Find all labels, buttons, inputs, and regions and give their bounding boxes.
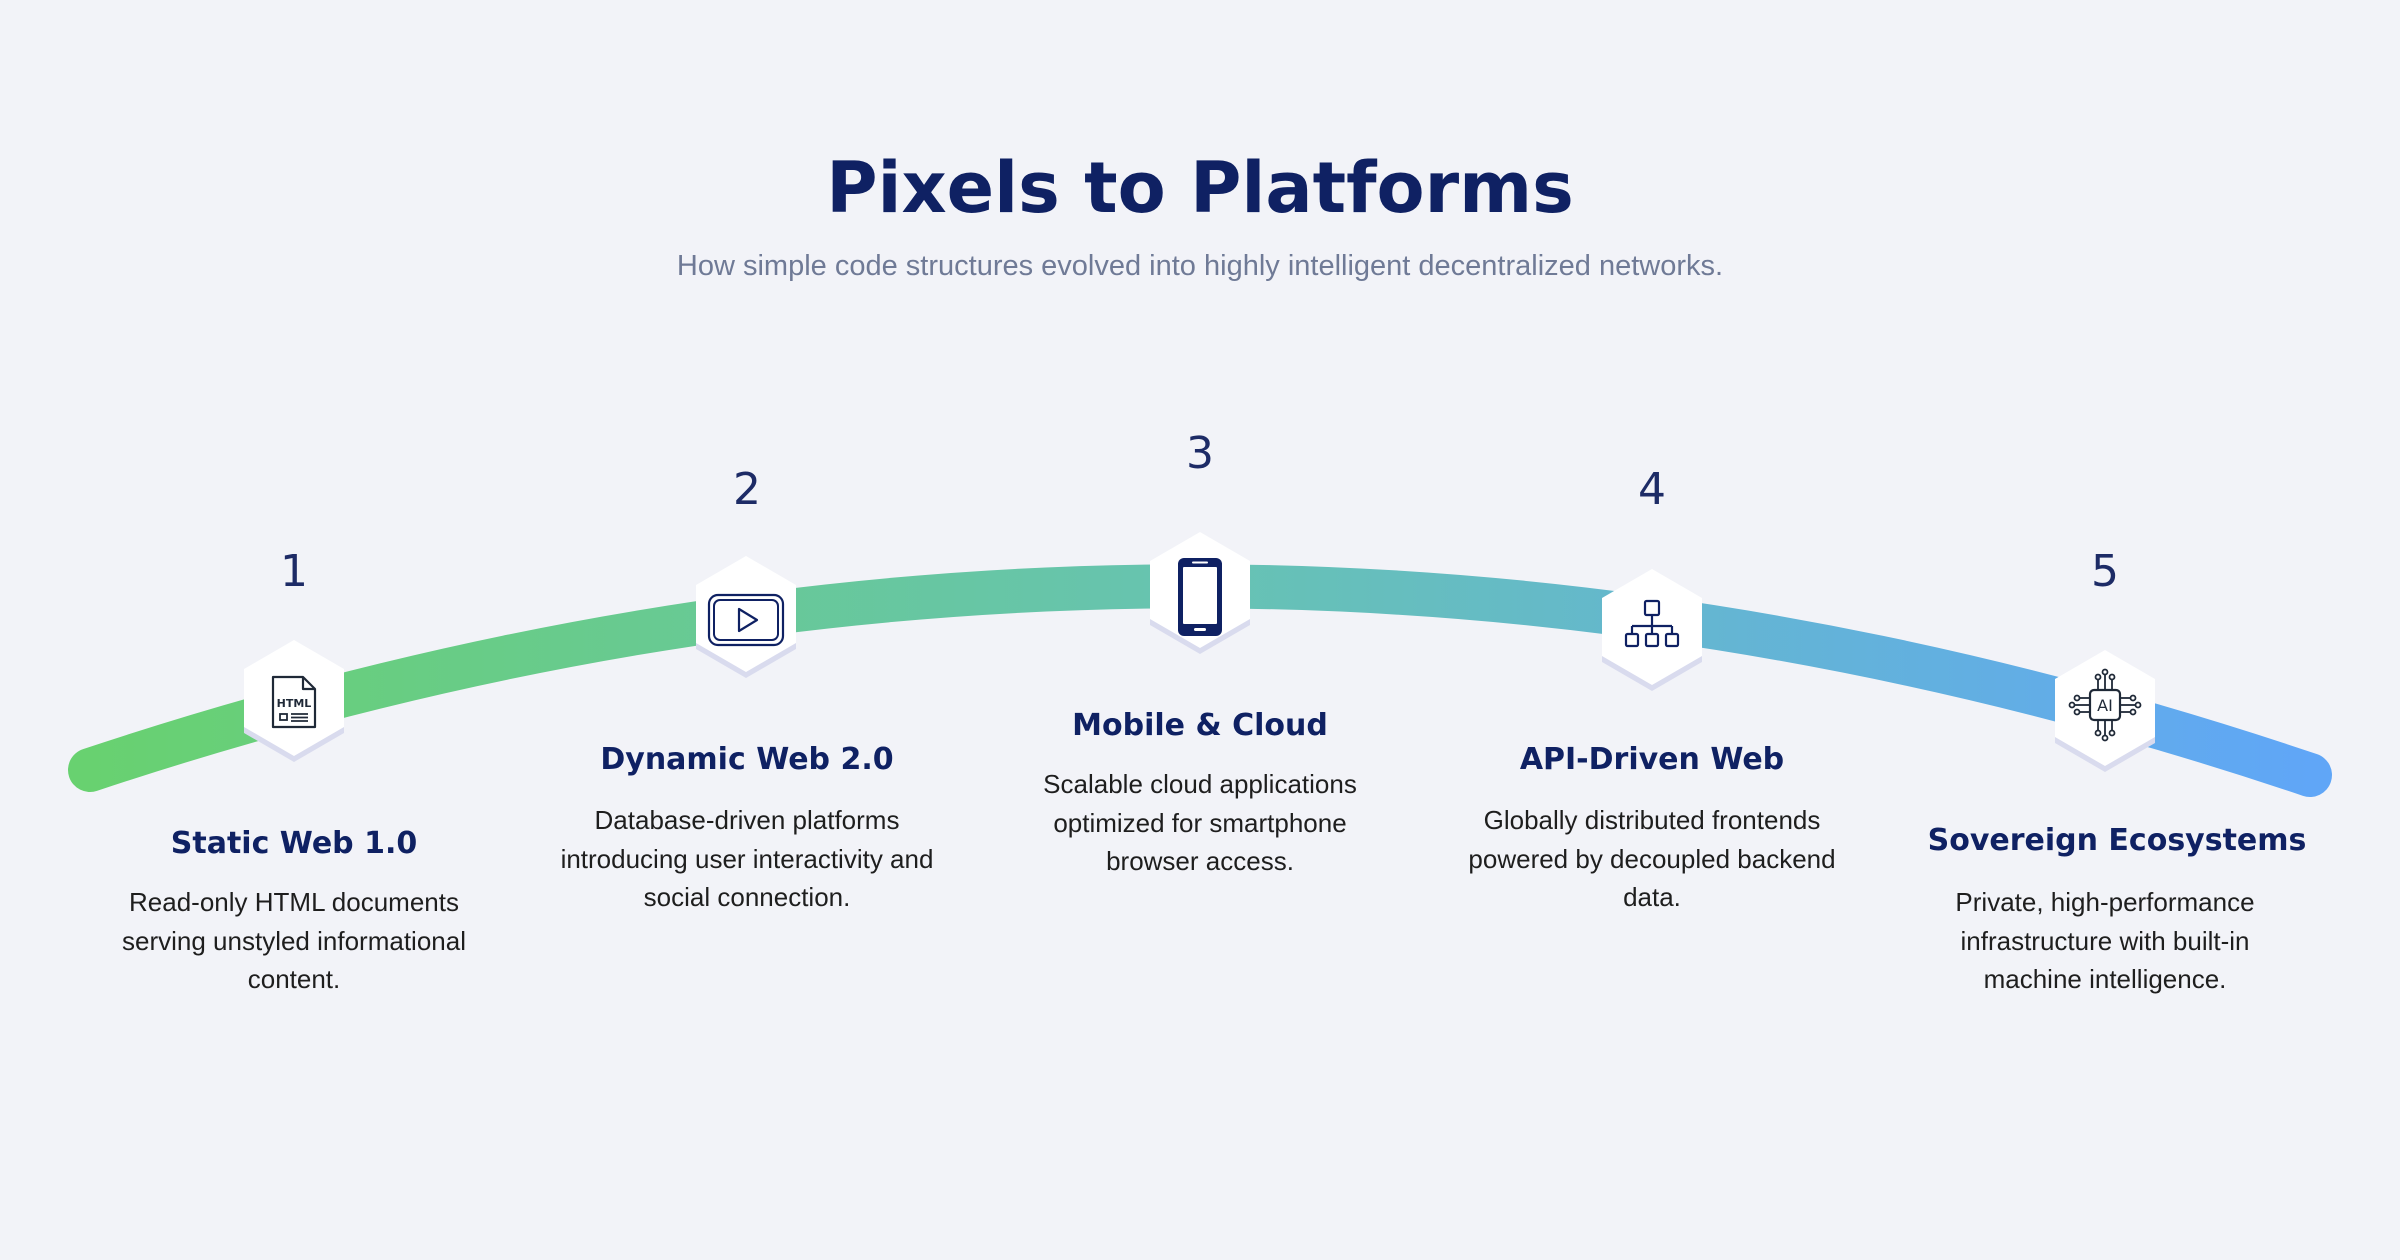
step-3-title: Mobile & Cloud [1072,708,1328,743]
video-play-icon [707,593,785,647]
ai-icon-label: AI [2097,696,2113,715]
step-4-title: API-Driven Web [1519,742,1785,777]
step-2-title: Dynamic Web 2.0 [600,742,894,777]
page-title: Pixels to Platforms [826,147,1574,229]
step-3-description: Scalable cloud applications optimized fo… [1043,769,1357,876]
step-4-number: 4 [1638,464,1666,515]
step-1-hexagon: HTML [232,636,356,762]
html-icon-label: HTML [277,697,312,710]
step-3-number: 3 [1186,428,1214,479]
step-2-hexagon [684,552,808,678]
step-4-description: Globally distributed frontends powered b… [1468,805,1836,912]
step-5-hexagon: AI [2043,646,2167,772]
step-1-number: 1 [280,546,308,597]
network-hierarchy-icon [1624,599,1680,648]
step-3-hexagon [1138,528,1262,654]
step-2-description: Database-driven platforms introducing us… [560,805,934,912]
page-subtitle: How simple code structures evolved into … [676,250,1724,282]
step-5-title: Sovereign Ecosystems [1927,823,2307,858]
step-4-hexagon [1590,565,1714,691]
step-2-number: 2 [733,464,761,515]
step-1-title: Static Web 1.0 [170,826,418,861]
step-5-description: Private, high-performance infrastructure… [1955,887,2255,994]
step-1-description: Read-only HTML documents serving unstyle… [122,887,466,994]
ai-chip-icon: AI [2068,668,2142,742]
html-document-icon: HTML [271,675,317,729]
smartphone-icon [1178,558,1222,636]
step-5-number: 5 [2091,546,2119,597]
